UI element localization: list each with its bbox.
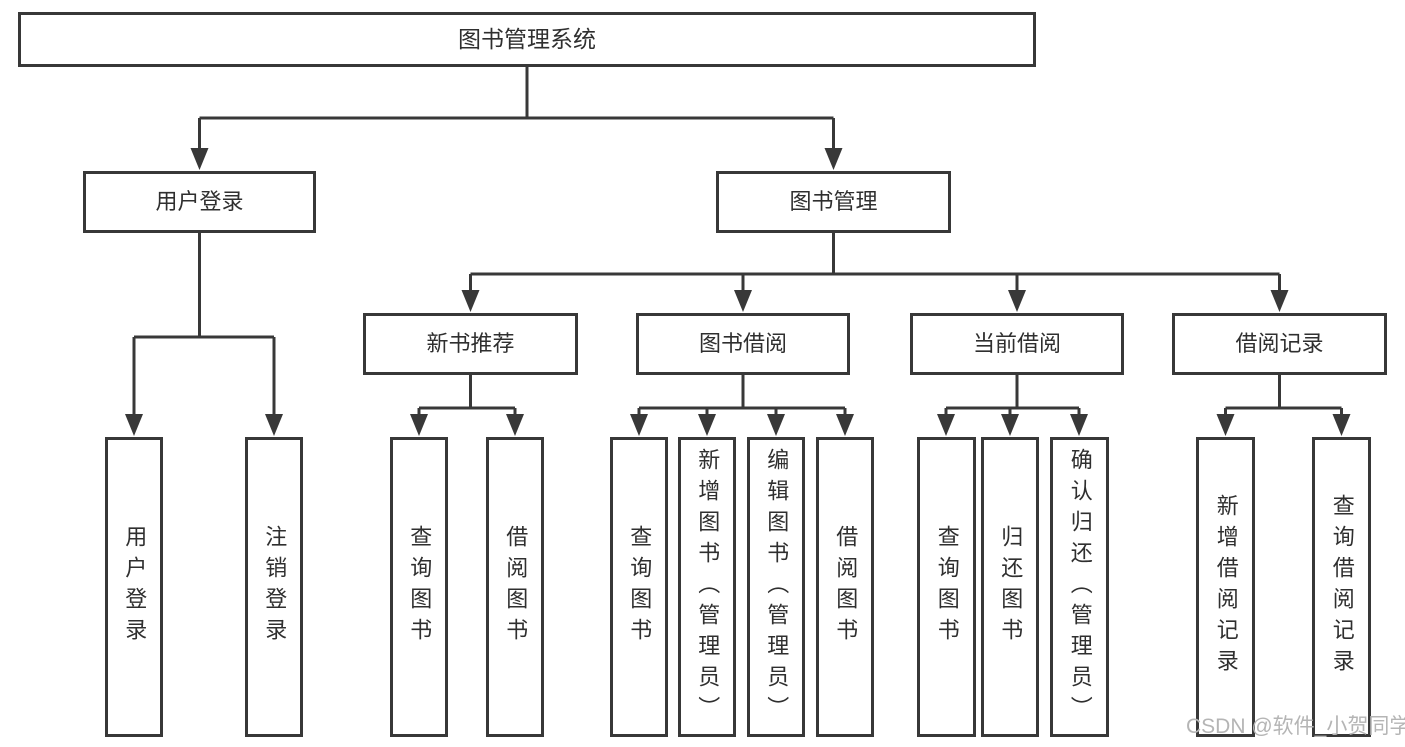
node-leaf-query-books-current-label: 查询图书	[934, 525, 960, 649]
node-leaf-query-books-current: 查询图书	[917, 437, 976, 737]
node-leaf-query-books-recommend: 查询图书	[390, 437, 448, 737]
fork-book-borrow	[630, 375, 854, 436]
node-leaf-add-book-admin-label: 新增图书（管理员）	[695, 447, 721, 727]
node-leaf-user-login: 用户登录	[105, 437, 163, 737]
node-leaf-borrow-books-recommend: 借阅图书	[486, 437, 544, 737]
node-leaf-query-books-recommend-label: 查询图书	[407, 525, 433, 649]
fork-book-management	[461, 233, 1289, 312]
fork-current-borrow	[937, 375, 1088, 436]
fork-borrow-records	[1216, 375, 1351, 436]
node-leaf-logout-label: 注销登录	[262, 525, 288, 649]
node-leaf-borrow-books-label: 借阅图书	[833, 525, 859, 649]
fork-root	[190, 67, 843, 170]
node-new-book-recommend: 新书推荐	[363, 313, 578, 375]
fork-user-login	[125, 233, 283, 436]
node-leaf-borrow-books: 借阅图书	[816, 437, 874, 737]
node-leaf-logout: 注销登录	[245, 437, 303, 737]
node-leaf-add-borrow-record: 新增借阅记录	[1196, 437, 1255, 737]
node-leaf-query-books-borrow-label: 查询图书	[627, 525, 653, 649]
node-borrow-records: 借阅记录	[1172, 313, 1387, 375]
node-leaf-return-book-label: 归还图书	[998, 525, 1024, 649]
node-leaf-return-book: 归还图书	[981, 437, 1039, 737]
node-user-login: 用户登录	[83, 171, 316, 233]
node-book-management: 图书管理	[716, 171, 951, 233]
node-leaf-borrow-books-recommend-label: 借阅图书	[503, 525, 529, 649]
node-leaf-add-book-admin: 新增图书（管理员）	[678, 437, 736, 737]
node-current-borrow: 当前借阅	[910, 313, 1124, 375]
node-leaf-edit-book-admin-label: 编辑图书（管理员）	[764, 447, 790, 727]
node-leaf-confirm-return-admin: 确认归还（管理员）	[1050, 437, 1109, 737]
node-leaf-confirm-return-admin-label: 确认归还（管理员）	[1067, 447, 1093, 727]
node-leaf-user-login-label: 用户登录	[122, 525, 148, 649]
csdn-watermark: CSDN @软件_小贺同学	[1186, 715, 1405, 738]
node-leaf-query-borrow-record-label: 查询借阅记录	[1329, 494, 1355, 680]
node-root: 图书管理系统	[18, 12, 1036, 67]
node-book-borrow: 图书借阅	[636, 313, 850, 375]
node-leaf-add-borrow-record-label: 新增借阅记录	[1213, 494, 1239, 680]
fork-new-book-recommend	[410, 375, 524, 436]
node-leaf-query-borrow-record: 查询借阅记录	[1312, 437, 1371, 737]
node-leaf-query-books-borrow: 查询图书	[610, 437, 668, 737]
node-leaf-edit-book-admin: 编辑图书（管理员）	[747, 437, 805, 737]
